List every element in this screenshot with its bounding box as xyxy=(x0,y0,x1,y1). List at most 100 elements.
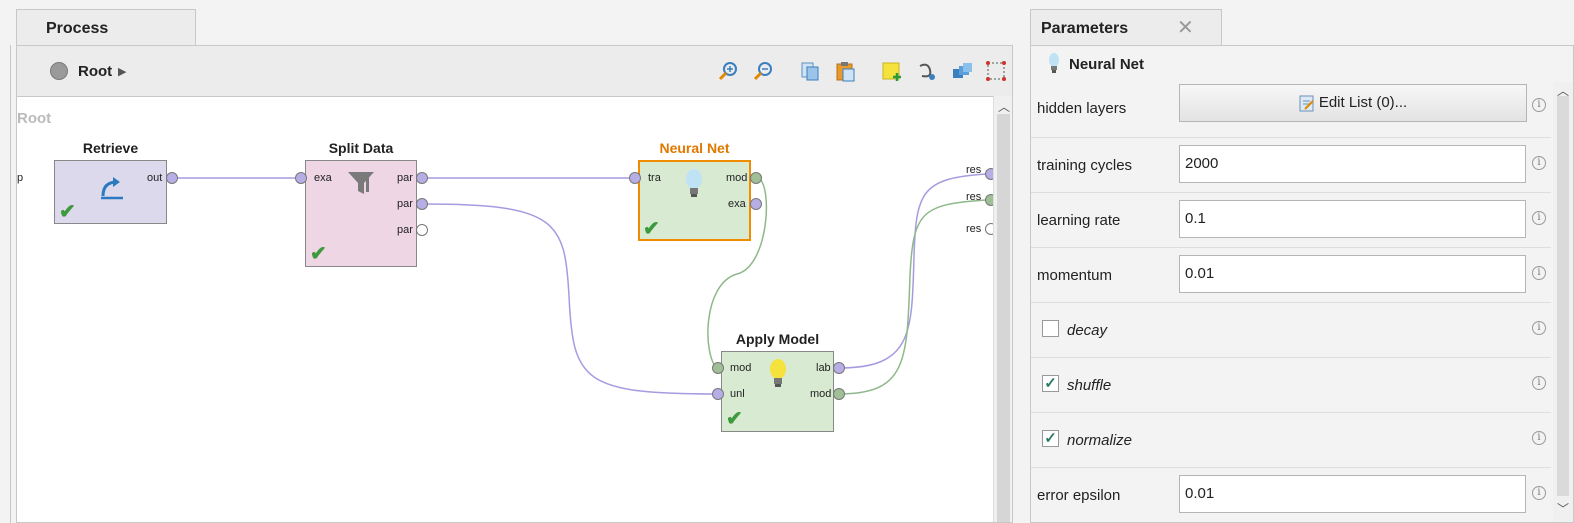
operator-name: Neural Net xyxy=(1069,56,1145,73)
add-note-icon[interactable] xyxy=(881,60,903,82)
wire-apply-res2 xyxy=(838,199,988,395)
process-canvas[interactable]: Root p Retrieve ✔ out Split Data ✔ exa p… xyxy=(17,96,997,522)
arrange-icon[interactable] xyxy=(951,60,973,82)
edit-list-label: Edit List (0)... xyxy=(1318,94,1408,111)
tab-process[interactable]: Process xyxy=(16,9,196,46)
param-label: training cycles xyxy=(1037,157,1133,174)
info-icon[interactable]: i xyxy=(1532,156,1546,170)
split-par-port-3[interactable] xyxy=(416,224,428,236)
process-toolbar: Root ▶ xyxy=(17,46,1012,97)
param-label: decay xyxy=(1067,322,1108,339)
shuffle-checkbox[interactable]: ✓ xyxy=(1042,375,1059,392)
port-label: mod xyxy=(726,172,748,184)
info-icon[interactable]: i xyxy=(1532,431,1546,445)
port-label: out xyxy=(147,172,163,184)
port-label: exa xyxy=(314,172,332,184)
canvas-scroll-thumb[interactable] xyxy=(997,114,1010,522)
decay-checkbox[interactable] xyxy=(1042,320,1059,337)
param-label: shuffle xyxy=(1067,377,1112,394)
port-label: par xyxy=(397,198,413,210)
split-par-port-1[interactable] xyxy=(416,172,428,184)
root-process-icon xyxy=(50,62,68,80)
lightbulb-icon xyxy=(686,169,702,197)
parameters-scroll-thumb[interactable] xyxy=(1557,96,1569,496)
auto-wire-icon[interactable] xyxy=(916,60,938,82)
zoom-in-icon[interactable] xyxy=(717,60,739,82)
port-label: unl xyxy=(730,388,745,400)
close-icon[interactable]: ✕ xyxy=(1177,17,1194,39)
param-row-normalize: ✓ normalize i xyxy=(1031,412,1551,468)
result-port-label: res xyxy=(966,191,982,203)
retrieve-icon xyxy=(101,177,123,200)
breadcrumb-root[interactable]: Root xyxy=(78,63,113,80)
operator-split-data[interactable]: ✔ exa par par par xyxy=(305,160,417,267)
operator-neural-net[interactable]: ✔ tra mod exa xyxy=(638,160,751,241)
edit-list-icon xyxy=(1299,95,1314,112)
operator-retrieve[interactable]: ✔ out xyxy=(54,160,167,224)
connection-wires xyxy=(173,173,988,395)
param-label: learning rate xyxy=(1037,212,1121,229)
param-row-hidden-layers: hidden layers Edit List (0)... i xyxy=(1031,82,1551,138)
left-port-label: p xyxy=(17,172,24,184)
port-label: mod xyxy=(810,388,832,400)
info-icon[interactable]: i xyxy=(1532,376,1546,390)
split-par-port-2[interactable] xyxy=(416,198,428,210)
edit-list-button[interactable]: Edit List (0)... xyxy=(1179,84,1527,122)
apply-lab-port[interactable] xyxy=(833,362,845,374)
port-label: par xyxy=(397,224,413,236)
wire-apply-res1 xyxy=(838,173,988,369)
retrieve-out-port[interactable] xyxy=(166,172,178,184)
info-icon[interactable]: i xyxy=(1532,486,1546,500)
split-exa-port[interactable] xyxy=(295,172,307,184)
param-label: normalize xyxy=(1067,432,1133,449)
info-icon[interactable]: i xyxy=(1532,266,1546,280)
apply-title: Apply Model xyxy=(735,331,820,347)
paste-icon[interactable] xyxy=(834,60,856,82)
scroll-up-icon[interactable]: ︿ xyxy=(1557,84,1570,98)
port-label: exa xyxy=(728,198,746,210)
wire-split-apply xyxy=(423,203,718,395)
param-label: error epsilon xyxy=(1037,487,1121,504)
fit-to-screen-icon[interactable] xyxy=(985,60,1007,82)
retrieve-check-icon: ✔ xyxy=(59,201,76,223)
learning-rate-input[interactable]: 0.1 xyxy=(1179,200,1526,238)
apply-check-icon: ✔ xyxy=(726,408,743,430)
result-port-label: res xyxy=(966,223,982,235)
scroll-up-icon[interactable]: ︿ xyxy=(998,100,1011,114)
result-port-label: res xyxy=(966,164,982,176)
port-label: par xyxy=(397,172,413,184)
normalize-checkbox[interactable]: ✓ xyxy=(1042,430,1059,447)
split-title: Split Data xyxy=(328,140,394,156)
param-row-error-epsilon: error epsilon 0.01 i xyxy=(1031,467,1551,522)
apply-mod-port[interactable] xyxy=(712,362,724,374)
port-label: tra xyxy=(648,172,661,184)
parameters-scrollbar[interactable]: ︿ ﹀ xyxy=(1553,82,1573,522)
neural-mod-port[interactable] xyxy=(750,172,762,184)
error-epsilon-input[interactable]: 0.01 xyxy=(1179,475,1526,513)
neural-check-icon: ✔ xyxy=(643,218,660,240)
canvas-scrollbar[interactable]: ︿ xyxy=(993,96,1012,522)
momentum-input[interactable]: 0.01 xyxy=(1179,255,1526,293)
info-icon[interactable]: i xyxy=(1532,321,1546,335)
breadcrumb-arrow-icon[interactable]: ▶ xyxy=(118,66,127,78)
neural-title: Neural Net xyxy=(659,140,730,156)
retrieve-title: Retrieve xyxy=(82,140,139,156)
operator-apply-model[interactable]: ✔ mod unl lab mod xyxy=(721,351,834,432)
param-row-momentum: momentum 0.01 i xyxy=(1031,247,1551,303)
left-gutter xyxy=(0,45,11,523)
zoom-out-icon[interactable] xyxy=(752,60,774,82)
neural-tra-port[interactable] xyxy=(629,172,641,184)
port-label: lab xyxy=(816,362,831,374)
scroll-down-icon[interactable]: ﹀ xyxy=(1557,502,1570,516)
apply-unl-port[interactable] xyxy=(712,388,724,400)
apply-mod-out-port[interactable] xyxy=(833,388,845,400)
training-cycles-input[interactable]: 2000 xyxy=(1179,145,1526,183)
copy-icon[interactable] xyxy=(799,60,821,82)
info-icon[interactable]: i xyxy=(1532,98,1546,112)
tab-parameters[interactable]: Parameters xyxy=(1030,9,1222,46)
param-label: hidden layers xyxy=(1037,100,1127,117)
param-row-learning-rate: learning rate 0.1 i xyxy=(1031,192,1551,248)
neural-exa-port[interactable] xyxy=(750,198,762,210)
tab-process-label: Process xyxy=(46,20,109,37)
info-icon[interactable]: i xyxy=(1532,211,1546,225)
